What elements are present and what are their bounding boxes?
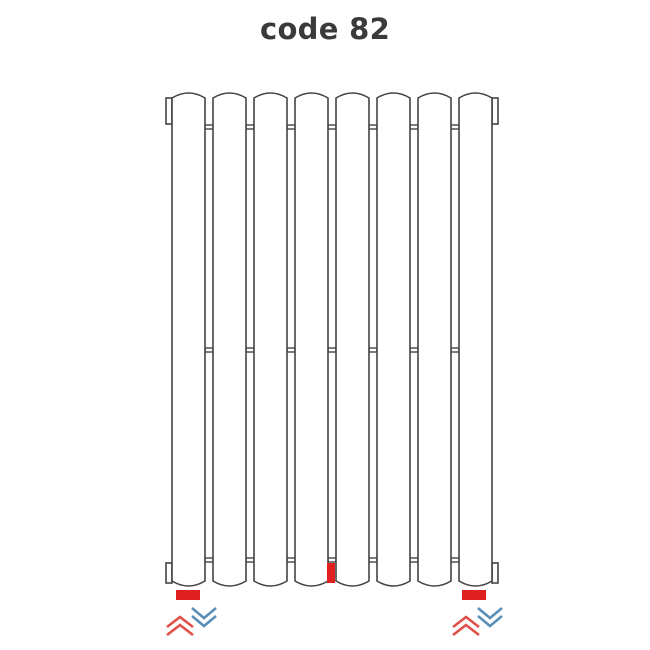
column-connector	[245, 124, 255, 130]
diagram-title: code 82	[259, 12, 391, 46]
radiator-column	[417, 92, 452, 587]
column-connector	[450, 124, 460, 130]
connections	[166, 563, 503, 637]
radiator-column	[212, 92, 247, 587]
column-connector	[409, 557, 419, 563]
side-bracket-top-left	[165, 97, 173, 125]
radiator-column	[171, 92, 206, 587]
return-arrow-down-icon	[191, 607, 217, 628]
return-arrow-down-icon	[477, 607, 503, 628]
column-connector	[409, 347, 419, 353]
column-connector	[245, 347, 255, 353]
column-connector	[368, 347, 378, 353]
radiator	[165, 92, 499, 587]
radiator-column	[294, 92, 329, 587]
column-connector	[450, 557, 460, 563]
column-connector	[286, 124, 296, 130]
radiator-column	[335, 92, 370, 587]
column-connector	[204, 347, 214, 353]
side-bracket-top-right	[491, 97, 499, 125]
column-connector	[409, 124, 419, 130]
radiator-column	[458, 92, 493, 587]
valve-right	[462, 590, 486, 600]
valve-left	[176, 590, 200, 600]
column-connector	[368, 124, 378, 130]
side-bracket-bottom-right	[491, 562, 499, 584]
radiator-column	[253, 92, 288, 587]
column-connector	[286, 347, 296, 353]
column-connector	[450, 347, 460, 353]
supply-arrow-up-icon	[452, 615, 480, 637]
side-bracket-bottom-left	[165, 562, 173, 584]
column-connector	[204, 124, 214, 130]
middle-plug	[327, 563, 335, 583]
column-connector	[368, 557, 378, 563]
supply-arrow-up-icon	[166, 615, 194, 637]
column-connector	[327, 347, 337, 353]
column-connector	[327, 557, 337, 563]
radiator-column	[376, 92, 411, 587]
column-connector	[204, 557, 214, 563]
column-connector	[327, 124, 337, 130]
column-connector	[286, 557, 296, 563]
column-connector	[245, 557, 255, 563]
